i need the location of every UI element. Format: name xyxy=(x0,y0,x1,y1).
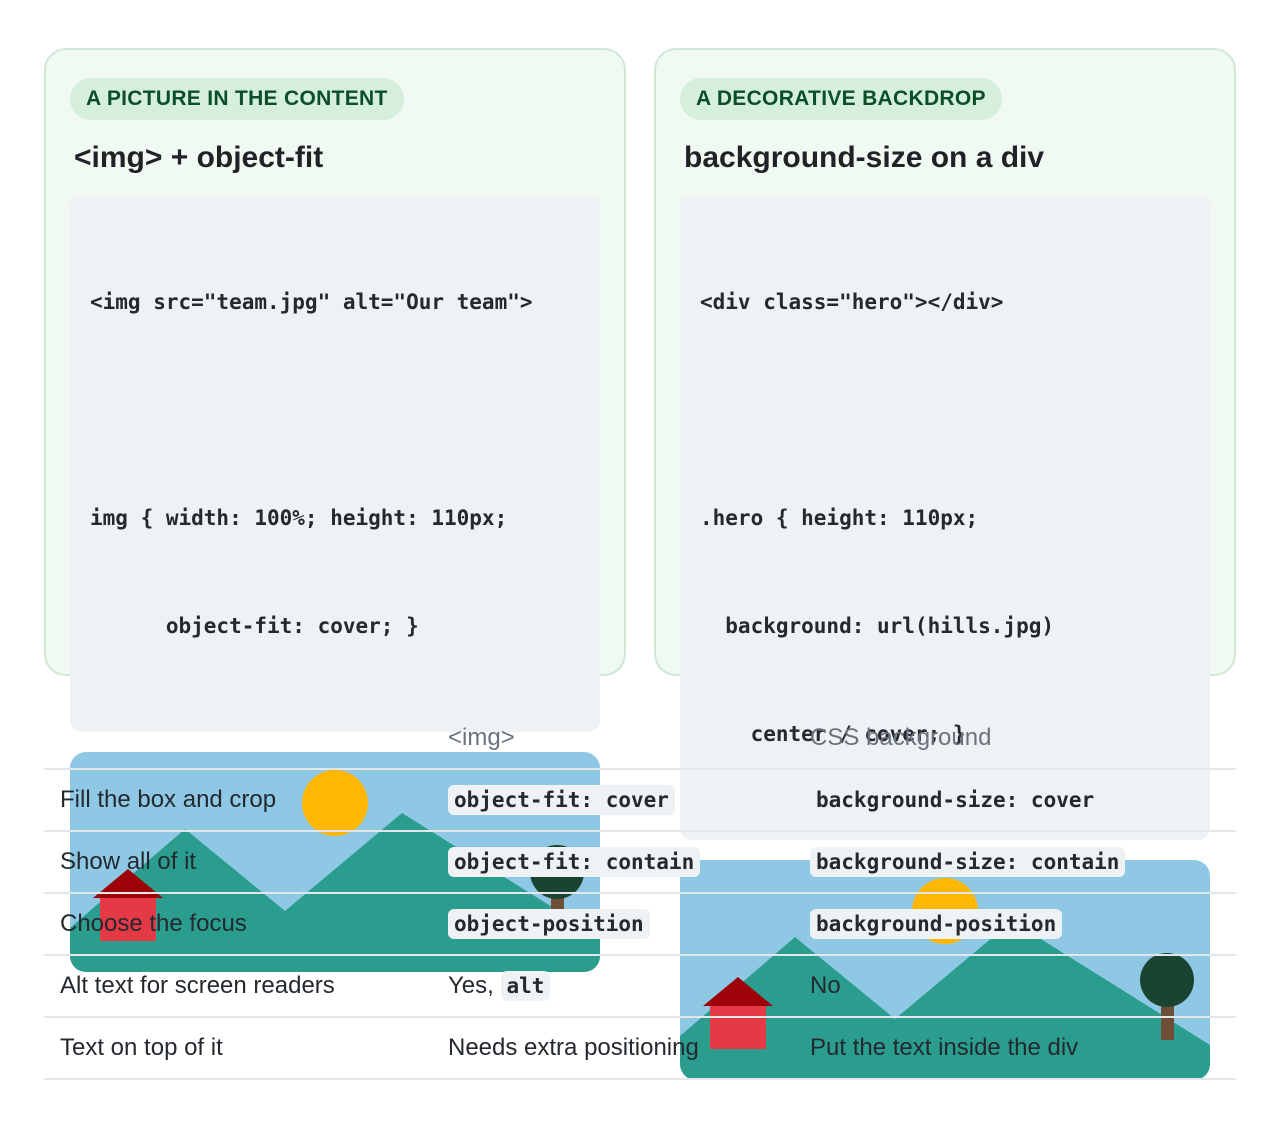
column-header xyxy=(44,708,432,770)
code-block: <img src="team.jpg" alt="Our team"> img … xyxy=(70,196,600,732)
card-badge: A PICTURE IN THE CONTENT xyxy=(70,78,404,120)
table-row: Show all of it object-fit: contain backgro… xyxy=(44,831,1236,894)
inline-code: object-fit: contain xyxy=(448,847,701,877)
card-title: background-size on a div xyxy=(684,141,1045,174)
row-label: Show all of it xyxy=(44,831,432,894)
inline-code: alt xyxy=(500,971,551,1001)
code-line xyxy=(90,392,580,428)
cell-img: object-position xyxy=(432,893,794,956)
cell-css-background: background-position xyxy=(794,893,1236,956)
example-cards: A PICTURE IN THE CONTENT <img> + object-… xyxy=(44,48,1236,1080)
inline-code: background-size: contain xyxy=(810,847,1126,877)
cell-text: Put the text inside the div xyxy=(810,1034,1079,1061)
inline-code: background-size: cover xyxy=(810,785,1101,815)
table-header-row: <img> CSS background xyxy=(44,708,1236,770)
card-background-size: A DECORATIVE BACKDROP background-size on… xyxy=(654,48,1236,1080)
cell-css-background: background-size: cover xyxy=(794,769,1236,832)
code-line: <img src="team.jpg" alt="Our team"> xyxy=(90,290,533,314)
cell-img: object-fit: contain xyxy=(432,831,794,894)
cell-text: Needs extra positioning xyxy=(448,1034,699,1061)
table-row: Choose the focus object-position backgroun… xyxy=(44,893,1236,956)
cell-css-background: Put the text inside the div xyxy=(794,1017,1236,1080)
code-line: <div class="hero"></div> xyxy=(700,290,1004,314)
code-line: .hero { height: 110px; xyxy=(700,506,979,530)
code-line: background: url(hills.jpg) xyxy=(700,614,1055,638)
column-header-css-background: CSS background xyxy=(794,708,1236,770)
card-title: <img> + object-fit xyxy=(74,141,324,174)
code-line: object-fit: cover; } xyxy=(90,614,419,638)
card-badge: A DECORATIVE BACKDROP xyxy=(680,78,1002,120)
table-row: Fill the box and crop object-fit: cover ba… xyxy=(44,769,1236,832)
comparison-table: <img> CSS background Fill the box and cr… xyxy=(44,708,1236,1080)
cell-img: object-fit: cover xyxy=(432,769,794,832)
cell-text: No xyxy=(810,972,841,999)
inline-code: object-position xyxy=(448,909,650,939)
cell-css-background: No xyxy=(794,955,1236,1018)
code-line xyxy=(700,392,1190,428)
cell-text: Yes, xyxy=(448,972,501,999)
card-img-object-fit: A PICTURE IN THE CONTENT <img> + object-… xyxy=(44,48,626,972)
inline-code: object-fit: cover xyxy=(448,785,675,815)
column-header-img: <img> xyxy=(432,708,794,770)
row-label: Text on top of it xyxy=(44,1017,432,1080)
table-body: Fill the box and crop object-fit: cover ba… xyxy=(44,769,1236,1080)
cell-img: Needs extra positioning xyxy=(432,1017,794,1080)
code-line: img { width: 100%; height: 110px; xyxy=(90,506,508,530)
row-label: Choose the focus xyxy=(44,893,432,956)
row-label: Fill the box and crop xyxy=(44,769,432,832)
cell-css-background: background-size: contain xyxy=(794,831,1236,894)
cell-img: Yes, alt xyxy=(432,955,794,1018)
inline-code: background-position xyxy=(810,909,1063,939)
row-label: Alt text for screen readers xyxy=(44,955,432,1018)
table-row: Text on top of it Needs extra positioning… xyxy=(44,1017,1236,1080)
